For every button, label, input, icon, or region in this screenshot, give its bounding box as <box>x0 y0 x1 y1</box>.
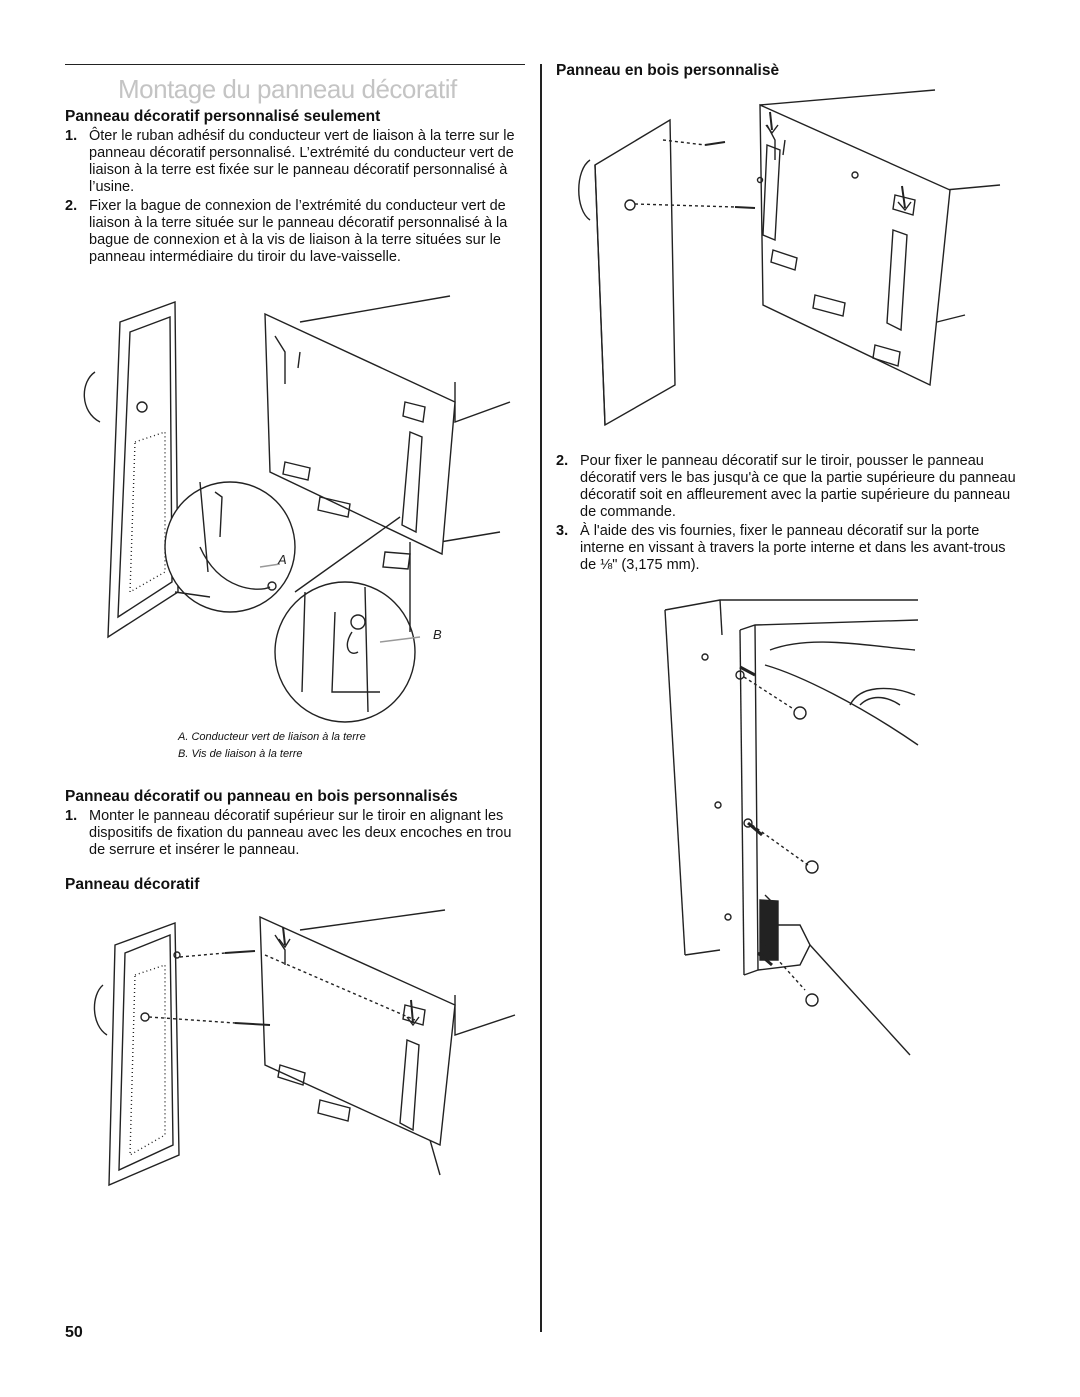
page-number: 50 <box>65 1324 83 1341</box>
caption-a: A. Conducteur vert de liaison à la terre <box>178 731 366 743</box>
step-number: 2. <box>556 453 569 469</box>
step-text: Pour fixer le panneau décoratif sur le t… <box>580 453 1016 520</box>
screw-mounting-illustration <box>664 599 919 1056</box>
step-number: 1. <box>65 128 78 144</box>
step-item: 1. Ôter le ruban adhésif du conducteur v… <box>65 128 525 196</box>
step-number: 2. <box>65 198 78 214</box>
step-item: 3. À l'aide des vis fournies, fixer le p… <box>556 523 1018 574</box>
header-rule <box>65 64 525 65</box>
section-heading-custom-or-wood: Panneau décoratif ou panneau en bois per… <box>65 788 458 805</box>
step-text: À l'aide des vis fournies, fixer le pann… <box>580 523 1006 573</box>
section-heading-wood-panel: Panneau en bois personnalisè <box>556 62 780 79</box>
page-title: Montage du panneau décoratif <box>118 74 457 104</box>
caption-b: B. Vis de liaison à la terre <box>178 748 303 760</box>
step-number: 3. <box>556 523 569 539</box>
step-item: 2. Pour fixer le panneau décoratif sur l… <box>556 453 1018 521</box>
section-heading-decorative-panel: Panneau décoratif <box>65 876 200 893</box>
step-item: 2. Fixer la bague de connexion de l’extr… <box>65 198 525 266</box>
step-number: 1. <box>65 808 78 824</box>
step-text: Monter le panneau décoratif supérieur su… <box>89 808 512 858</box>
step-text: Fixer la bague de connexion de l’extrémi… <box>89 198 508 265</box>
decorative-panel-illustration <box>93 909 516 1187</box>
figure-label-a: A <box>277 552 287 567</box>
figure-label-b: B <box>433 627 442 642</box>
column-divider <box>540 64 542 1332</box>
wood-panel-illustration <box>578 89 1001 427</box>
section-heading-custom-only: Panneau décoratif personnalisé seulement <box>65 108 381 125</box>
step-item: 1. Monter le panneau décoratif supérieur… <box>65 808 525 859</box>
step-text: Ôter le ruban adhésif du conducteur vert… <box>89 128 515 195</box>
grounding-illustration: A B <box>83 295 511 723</box>
